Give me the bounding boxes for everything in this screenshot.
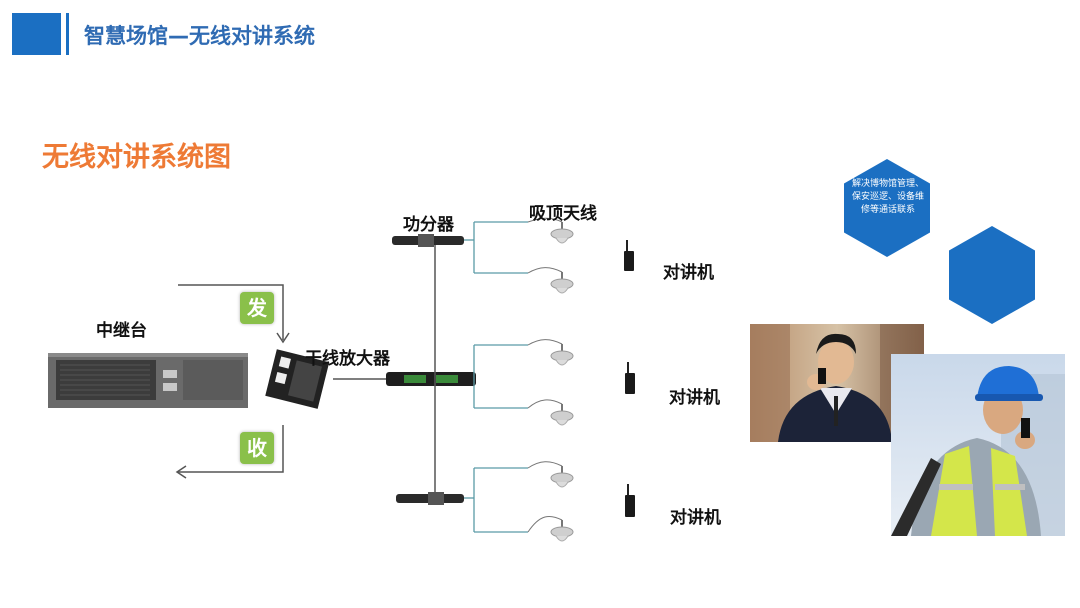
receive-arrow	[175, 425, 284, 479]
header-accent-block	[12, 13, 61, 55]
send-tag: 发	[240, 292, 274, 324]
security-guard-photo	[750, 324, 924, 442]
power-splitter-label: 功分器	[403, 215, 454, 235]
receive-tag: 收	[240, 432, 274, 464]
walkie-talkie-icon-2	[625, 362, 635, 394]
send-arrow	[178, 284, 290, 344]
ceiling-antenna-3	[527, 339, 574, 366]
power-splitter-bottom	[396, 492, 464, 505]
callout-text: 解决博物馆管理、保安巡逻、设备维修等通话联系	[852, 179, 925, 215]
header-divider	[66, 13, 69, 55]
walkie-talkie-label-3: 对讲机	[670, 508, 721, 528]
section-title: 无线对讲系统图	[42, 142, 231, 173]
walkie-talkie-label-1: 对讲机	[663, 263, 714, 283]
ceiling-antenna-label: 吸顶天线	[529, 204, 597, 224]
repeater-label: 中继台	[96, 321, 147, 341]
walkie-talkie-icon-1	[624, 240, 634, 271]
walkie-talkie-icon-3	[625, 484, 635, 517]
repeater-device	[48, 353, 248, 408]
ceiling-antenna-5	[527, 461, 574, 488]
ceiling-antenna-1	[527, 217, 574, 244]
walkie-talkie-label-2: 对讲机	[669, 388, 720, 408]
ceiling-antenna-6	[527, 515, 574, 542]
construction-worker-photo	[891, 354, 1065, 536]
page-title: 智慧场馆—无线对讲系统	[84, 24, 315, 48]
line-amplifier-device	[386, 372, 476, 386]
combiner-device	[265, 349, 330, 409]
power-splitter-top	[392, 234, 464, 247]
line-amplifier-label: 干线放大器	[305, 349, 390, 369]
ceiling-antenna-2	[527, 267, 574, 294]
branch-lines	[464, 221, 528, 533]
ceiling-antenna-4	[527, 399, 574, 426]
